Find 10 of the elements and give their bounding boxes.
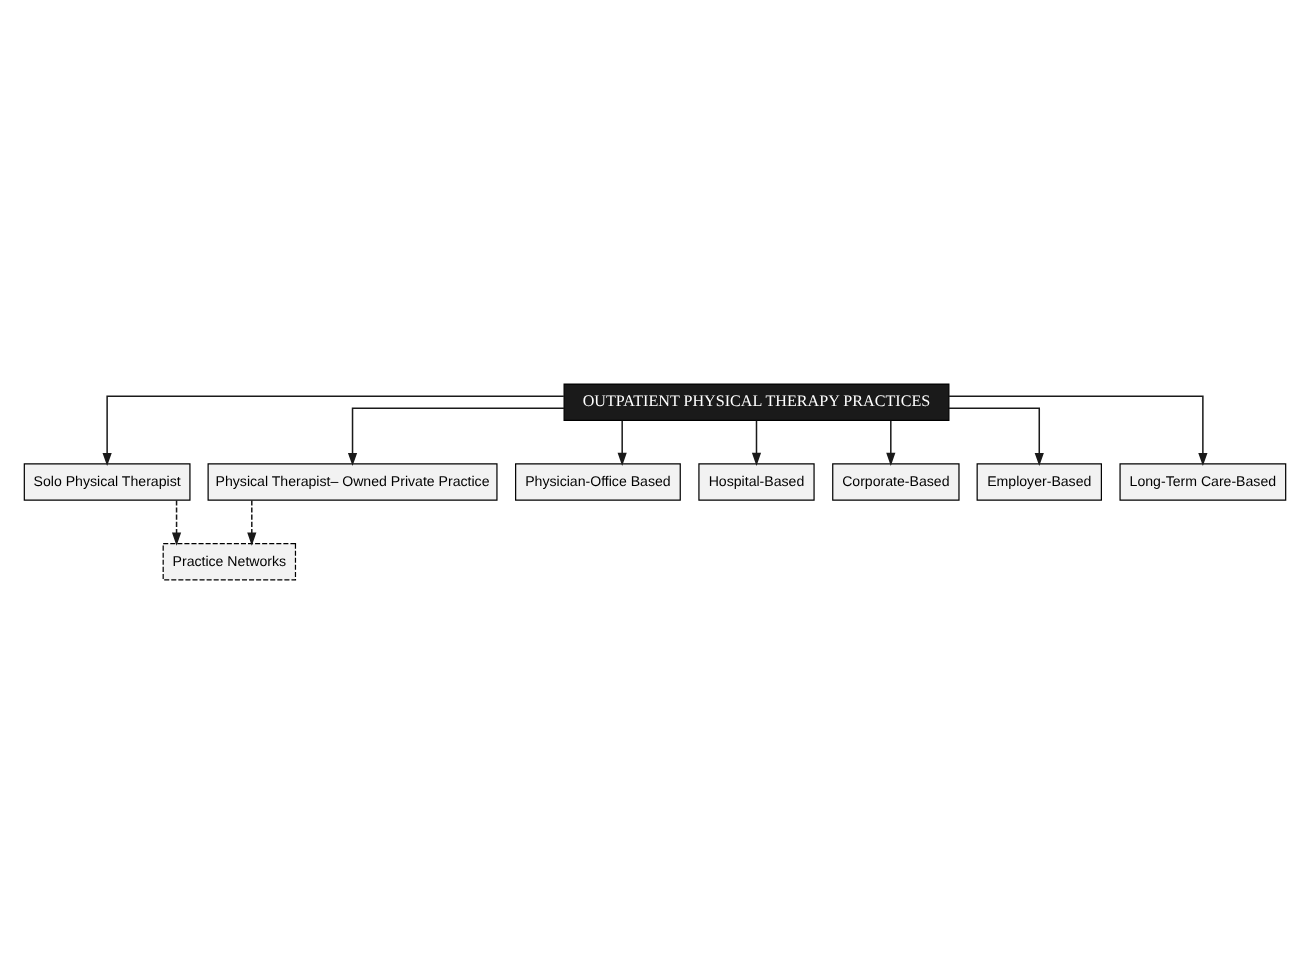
- arrow: [948, 394, 1208, 466]
- arrow: [347, 406, 565, 466]
- arrow: [886, 418, 896, 465]
- arrow: [617, 418, 627, 465]
- arrow: [171, 498, 182, 545]
- arrow: [247, 498, 257, 545]
- arrow: [948, 406, 1044, 466]
- node-box: OUTPATIENT PHYSICAL THERAPY PRACTICES: [563, 382, 950, 420]
- arrow: [751, 418, 762, 465]
- arrow: [102, 394, 565, 466]
